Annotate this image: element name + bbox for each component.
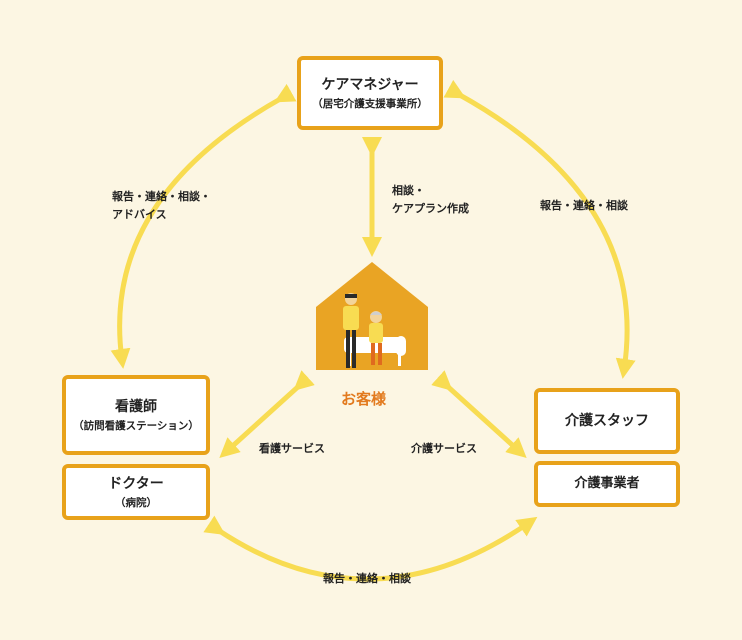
care-manager-subtitle: （居宅介護支援事業所） <box>312 97 428 110</box>
care-staff-box: 介護スタッフ <box>534 388 680 454</box>
arrow-care-manager-to-nurse <box>110 83 297 369</box>
edge-label-right-center-line1: 介護サービス <box>411 442 477 455</box>
nurse-subtitle: （訪問看護ステーション） <box>73 419 199 432</box>
care-manager-title: ケアマネジャー <box>321 76 419 93</box>
edge-label-left-top: 報告・連絡・相談・ アドバイス <box>112 188 211 224</box>
edge-label-right-top: 報告・連絡・相談 <box>540 197 628 215</box>
doctor-title: ドクター <box>108 475 164 492</box>
arrow-care-manager-to-care-staff <box>443 79 636 379</box>
care-staff-title: 介護スタッフ <box>565 413 649 429</box>
edge-label-right-top-line1: 報告・連絡・相談 <box>540 199 628 212</box>
nurse-box: 看護師 （訪問看護ステーション） <box>62 375 210 455</box>
edge-label-left-top-line1: 報告・連絡・相談・ <box>112 190 211 203</box>
arrow-doctor-to-care-provider <box>203 515 538 582</box>
care-provider-title: 介護事業者 <box>574 476 640 491</box>
care-provider-box: 介護事業者 <box>534 461 680 507</box>
edge-label-center-top: 相談・ ケアプラン作成 <box>392 182 469 218</box>
nurse-title: 看護師 <box>115 398 157 415</box>
edge-label-right-center: 介護サービス <box>411 440 477 458</box>
client-house-icon <box>316 262 428 370</box>
doctor-box: ドクター （病院） <box>62 464 210 520</box>
arrow-client-to-care-staff <box>431 370 527 459</box>
edge-label-left-top-line2: アドバイス <box>112 208 167 221</box>
edge-label-bottom: 報告・連絡・相談 <box>323 570 411 588</box>
arrow-client-to-nurse <box>219 370 315 459</box>
edge-label-bottom-line1: 報告・連絡・相談 <box>323 572 411 585</box>
client-label: お客様 <box>341 390 387 408</box>
doctor-subtitle: （病院） <box>115 496 157 509</box>
edge-label-left-center: 看護サービス <box>259 440 325 458</box>
edge-label-center-top-line2: ケアプラン作成 <box>392 202 469 215</box>
edge-label-center-top-line1: 相談・ <box>392 184 425 197</box>
care-manager-box: ケアマネジャー （居宅介護支援事業所） <box>297 56 443 130</box>
edge-label-left-center-line1: 看護サービス <box>259 442 325 455</box>
